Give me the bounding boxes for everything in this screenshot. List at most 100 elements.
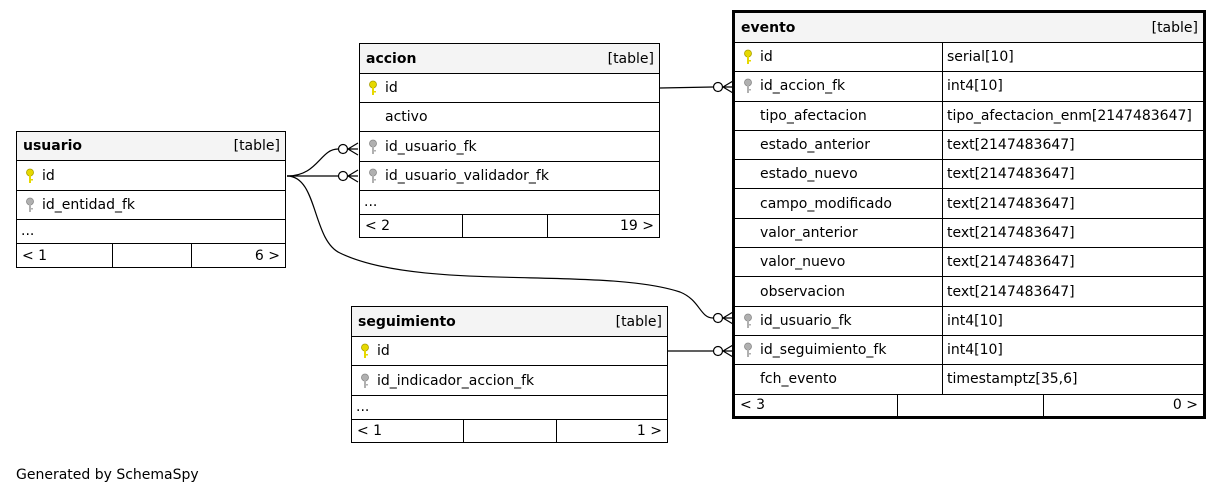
column-type: int4[10] (947, 312, 1003, 329)
foreign-key-icon (366, 168, 380, 184)
table-accion[interactable]: accion [table] id activo id_usuario_fk i… (359, 43, 660, 238)
column-name: estado_anterior (760, 137, 870, 154)
no-key-spacer (741, 108, 755, 124)
table-row: id (17, 161, 285, 191)
edge-accion-evento (659, 86, 714, 89)
table-row: id_usuario_validador_fk (360, 162, 659, 191)
table-row: id_indicador_accion_fk (352, 366, 667, 396)
table-footer: < 1 1 > (352, 420, 667, 442)
table-type: [table] (233, 138, 280, 154)
column-name: observacion (760, 283, 846, 300)
table-row: id (360, 74, 659, 103)
no-key-spacer (741, 137, 755, 153)
table-row: id_entidad_fk (17, 191, 285, 220)
children-count[interactable]: 6 > (254, 247, 280, 264)
column-name: id (760, 49, 773, 66)
more-columns: ... (360, 191, 659, 215)
edge-usuario-evento (286, 175, 714, 319)
table-type: [table] (1151, 19, 1198, 36)
column-name: id (42, 167, 55, 184)
no-key-spacer (741, 254, 755, 270)
table-row: fch_evento timestamptz[35,6] (735, 365, 1203, 395)
table-header: usuario [table] (17, 132, 285, 161)
column-type: int4[10] (947, 78, 1003, 95)
children-count[interactable]: 0 > (1172, 397, 1198, 414)
table-header: evento [table] (735, 13, 1203, 43)
table-name: evento (741, 19, 796, 36)
more-columns: ... (17, 220, 285, 244)
column-name: estado_nuevo (760, 166, 858, 183)
more-columns: ... (352, 396, 667, 420)
table-name: usuario (23, 138, 83, 154)
table-row: id_usuario_fk (360, 132, 659, 162)
table-usuario[interactable]: usuario [table] id id_entidad_fk ... < 1… (16, 131, 286, 268)
children-count[interactable]: 19 > (620, 218, 654, 234)
table-row: estado_nuevo text[2147483647] (735, 160, 1203, 190)
parents-count[interactable]: < 1 (17, 244, 113, 267)
column-name: id_entidad_fk (42, 197, 136, 213)
column-name: id_accion_fk (760, 78, 846, 95)
table-row: estado_anterior text[2147483647] (735, 130, 1203, 161)
column-type: text[2147483647] (947, 195, 1075, 212)
primary-key-icon (358, 343, 372, 359)
column-name: id_usuario_fk (760, 312, 852, 329)
table-row: id_usuario_fk int4[10] (735, 306, 1203, 336)
table-type: [table] (607, 50, 654, 67)
foreign-key-icon (358, 373, 372, 389)
table-row: id serial[10] (735, 43, 1203, 73)
column-name: fch_evento (760, 371, 837, 388)
parents-count[interactable]: < 3 (735, 394, 898, 416)
column-type: text[2147483647] (947, 166, 1075, 183)
no-key-spacer (366, 109, 380, 125)
foreign-key-icon (741, 78, 755, 94)
column-type: text[2147483647] (947, 254, 1075, 271)
primary-key-icon (366, 80, 380, 96)
column-name: id (377, 343, 390, 359)
table-header: accion [table] (360, 44, 659, 74)
primary-key-icon (741, 49, 755, 65)
foreign-key-icon (23, 197, 37, 213)
parents-count[interactable]: < 1 (352, 420, 464, 442)
column-type: text[2147483647] (947, 224, 1075, 241)
table-row: id (352, 337, 667, 366)
column-name: activo (385, 109, 428, 125)
column-type: tipo_afectacion_enm[2147483647] (947, 107, 1192, 124)
table-name: seguimiento (358, 313, 456, 330)
column-type: serial[10] (947, 49, 1014, 66)
children-count[interactable]: 1 > (636, 423, 662, 439)
parents-count[interactable]: < 2 (360, 215, 463, 237)
table-footer: < 3 0 > (735, 394, 1203, 416)
column-list: id serial[10] id_accion_fk int4[10] tipo_afe… (735, 43, 1203, 395)
table-type: [table] (615, 313, 662, 330)
table-name: accion (366, 50, 417, 67)
table-row: id_seguimiento_fk int4[10] (735, 335, 1203, 366)
no-key-spacer (741, 225, 755, 241)
column-name: id_usuario_fk (385, 138, 477, 155)
column-type: text[2147483647] (947, 137, 1075, 154)
foreign-key-icon (741, 342, 755, 358)
column-name: id_usuario_validador_fk (385, 168, 549, 184)
table-row: activo (360, 103, 659, 132)
table-row: id_accion_fk int4[10] (735, 72, 1203, 102)
table-footer: < 1 6 > (17, 244, 285, 267)
table-footer: < 2 19 > (360, 215, 659, 237)
column-name: valor_nuevo (760, 254, 846, 271)
column-name: id_indicador_accion_fk (377, 372, 535, 389)
no-key-spacer (741, 196, 755, 212)
table-seguimiento[interactable]: seguimiento [table] id id_indicador_acci… (351, 306, 668, 443)
table-row: campo_modificado text[2147483647] (735, 189, 1203, 219)
generated-by-label: Generated by SchemaSpy (16, 467, 199, 483)
column-name: id (385, 80, 398, 96)
table-row: valor_nuevo text[2147483647] (735, 248, 1203, 278)
column-name: campo_modificado (760, 195, 892, 212)
no-key-spacer (741, 284, 755, 300)
foreign-key-icon (741, 313, 755, 329)
column-name: id_seguimiento_fk (760, 342, 887, 359)
column-type: int4[10] (947, 342, 1003, 359)
column-type: timestamptz[35,6] (947, 371, 1078, 388)
